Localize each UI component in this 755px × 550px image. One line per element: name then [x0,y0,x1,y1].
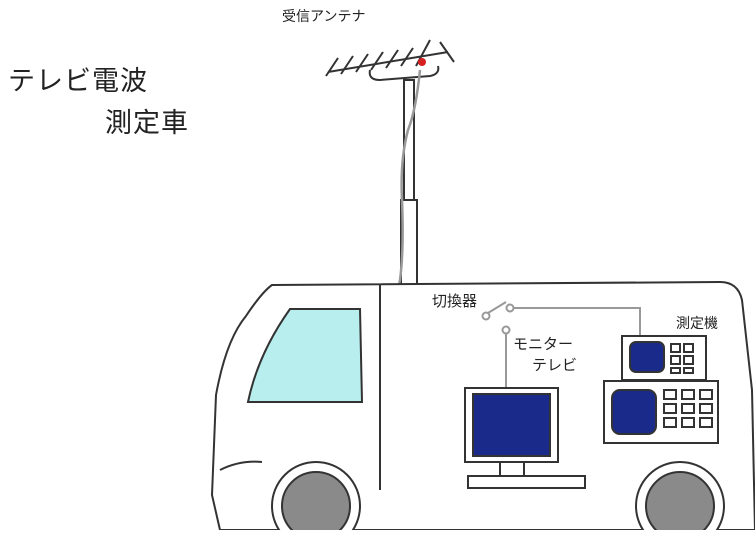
monitor-tv-icon [464,387,586,489]
antenna-feed-point [418,58,426,66]
switch-label: 切換器 [432,292,478,310]
monitor-label-line-1: モニター [513,335,574,353]
switch-icon [481,301,641,388]
meter-upper-icon [621,335,707,381]
meter-label: 測定機 [676,316,718,332]
antenna-label: 受信アンテナ [282,9,366,25]
title-line-2: 測定車 [105,108,189,139]
monitor-label-line-2: テレビ [532,356,578,374]
front-wheel-icon [271,461,361,550]
rear-wheel-icon [635,461,725,550]
vehicle-window [246,308,364,403]
meter-lower-icon [603,380,719,444]
title-line-1: テレビ電波 [8,66,148,97]
antenna-icon [325,39,455,82]
